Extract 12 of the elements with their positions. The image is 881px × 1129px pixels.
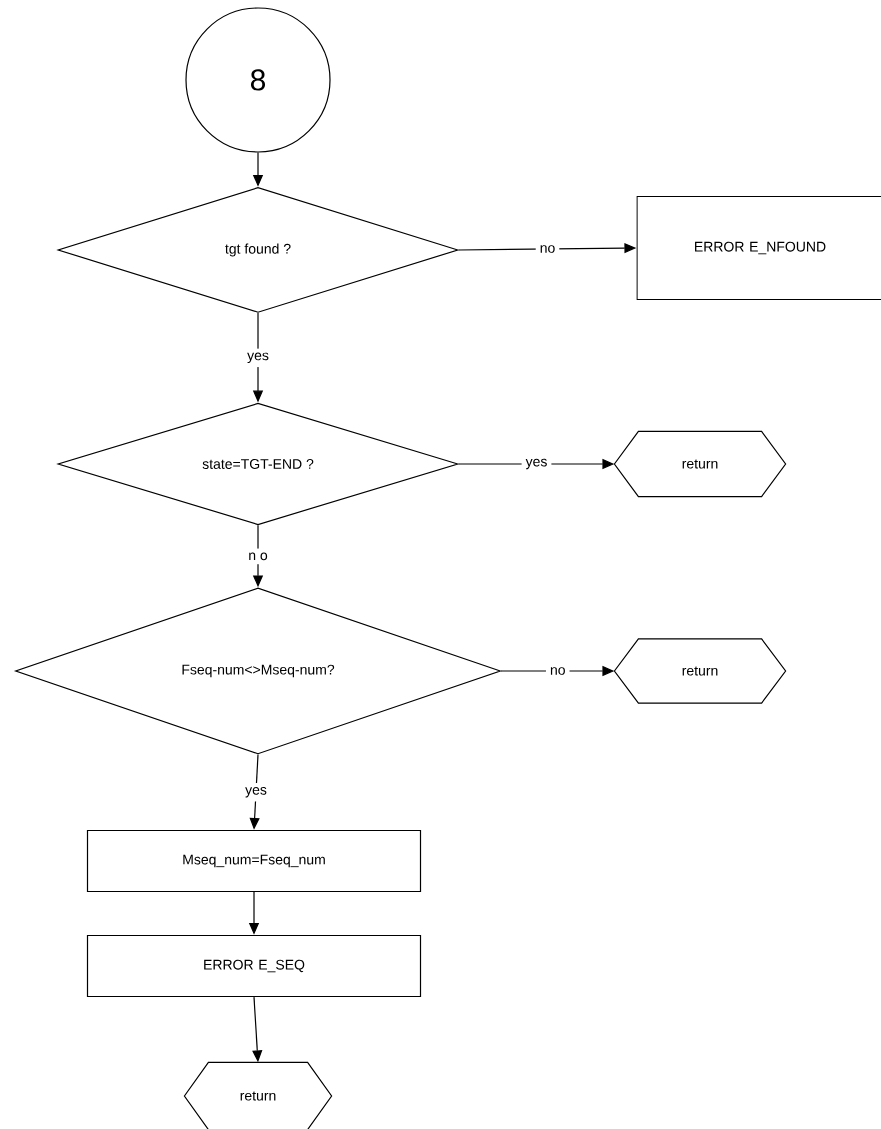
edge-label: yes	[521, 454, 552, 474]
edge-label: no	[535, 241, 560, 257]
edge-label: yes	[243, 348, 273, 368]
terminal-hexagon: return	[613, 430, 787, 498]
process-box: Mseq_num=Fseq_num	[86, 829, 422, 893]
edge-label: yes	[241, 783, 271, 802]
terminal-hexagon: return	[613, 638, 787, 704]
edge-label: no	[545, 663, 570, 679]
process-box: ERROR E_NFOUND	[636, 195, 881, 301]
terminal-hexagon: return	[183, 1061, 333, 1129]
edge-label: n o	[244, 548, 272, 565]
process-box: ERROR E_SEQ	[86, 934, 422, 998]
